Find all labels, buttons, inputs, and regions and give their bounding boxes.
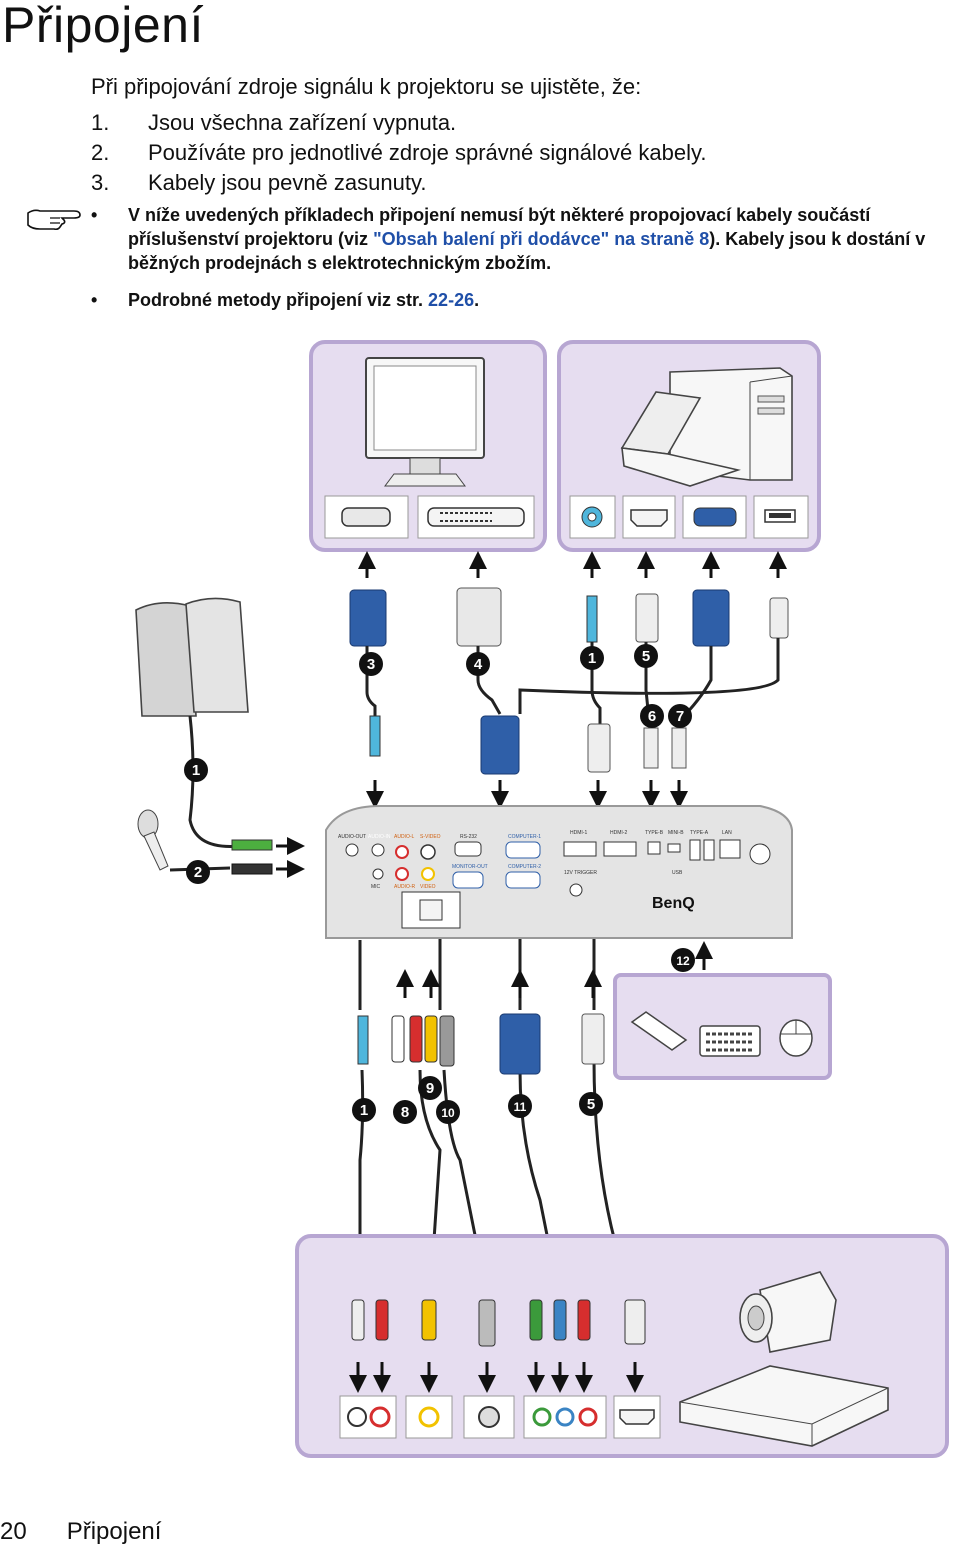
usb-port-icon xyxy=(753,495,809,539)
checklist-item: 3.Kabely jsou pevně zasunuty. xyxy=(91,170,427,195)
computer-panel xyxy=(557,340,821,552)
page-number: 20 xyxy=(0,1518,27,1545)
mid-connectors xyxy=(231,715,687,875)
label-mic: MIC xyxy=(371,884,381,890)
monitor-icon xyxy=(365,357,485,487)
note-item: • Podrobné metody připojení viz str. 22-… xyxy=(91,290,480,310)
cable-badge: 6 xyxy=(640,704,664,728)
label-video: VIDEO xyxy=(420,884,436,890)
svg-text:10: 10 xyxy=(441,1106,455,1120)
link-package-contents[interactable]: "Obsah balení při dodávce" na straně 8 xyxy=(373,229,710,249)
label-type-a: TYPE-A xyxy=(690,830,709,836)
label-rs232: RS-232 xyxy=(460,834,477,840)
label-computer1: COMPUTER-1 xyxy=(508,834,541,840)
monitor-panel xyxy=(309,340,547,552)
label-audio-l: AUDIO-L xyxy=(394,834,415,840)
cable-badge: 8 xyxy=(393,1100,417,1124)
brand-logo: BenQ xyxy=(652,895,695,912)
svg-text:7: 7 xyxy=(676,708,684,725)
svg-text:6: 6 xyxy=(648,708,656,725)
cable-badge: 1 xyxy=(184,758,208,782)
label-audio-out: AUDIO-OUT xyxy=(338,834,366,840)
label-mini-b: MINI-B xyxy=(668,830,684,836)
vga-port-icon xyxy=(682,495,747,539)
checklist-item: 2.Používáte pro jednotlivé zdroje správn… xyxy=(91,140,707,165)
cable-badge: 9 xyxy=(418,1076,442,1100)
up-arrows-bottom xyxy=(396,941,713,998)
footer-section: Připojení xyxy=(66,1518,162,1545)
keyboard-icon xyxy=(699,1025,761,1057)
svg-text:1: 1 xyxy=(192,762,200,779)
laptop-icon xyxy=(620,391,741,487)
cable-badge: 4 xyxy=(466,652,490,676)
svg-text:1: 1 xyxy=(588,650,596,667)
svg-text:5: 5 xyxy=(642,648,650,665)
notes-list: • V níže uvedených příkladech připojení … xyxy=(91,203,960,325)
usb-peripherals-panel xyxy=(613,973,832,1080)
note-item: • V níže uvedených příkladech připojení … xyxy=(91,205,926,273)
dvi-port-icon xyxy=(417,495,535,539)
top-connectors xyxy=(349,587,789,647)
label-s-video: S-VIDEO xyxy=(420,834,441,840)
video-devices-panel xyxy=(295,1234,949,1458)
cable-badge: 5 xyxy=(634,644,658,668)
intro-text: Při připojování zdroje signálu k projekt… xyxy=(91,74,642,99)
cable-badge: 11 xyxy=(508,1094,532,1118)
label-12v-trigger: 12V TRIGGER xyxy=(564,870,597,876)
svg-text:1: 1 xyxy=(360,1102,368,1119)
label-monitor-out: MONITOR-OUT xyxy=(452,864,488,870)
label-hdmi1: HDMI-1 xyxy=(570,830,587,836)
rca-audio-port-icon xyxy=(339,1395,397,1439)
dvd-player-icon xyxy=(679,1365,889,1447)
svg-text:5: 5 xyxy=(587,1096,595,1113)
cable-badge: 2 xyxy=(186,860,210,884)
label-hdmi2: HDMI-2 xyxy=(610,830,627,836)
cable-badge: 12 xyxy=(671,948,695,972)
cable-badge: 1 xyxy=(580,646,604,670)
cable-badge: 10 xyxy=(436,1100,460,1124)
svg-text:8: 8 xyxy=(401,1104,409,1121)
down-arrows xyxy=(276,780,688,878)
page-title: Připojení xyxy=(2,0,204,53)
camcorder-icon xyxy=(739,1271,837,1353)
up-arrows xyxy=(358,551,787,578)
audio-jack-port-icon xyxy=(569,495,616,539)
checklist: 1.Jsou všechna zařízení vypnuta. 2.Použí… xyxy=(91,108,706,198)
microphone-icon xyxy=(137,809,169,871)
vga-port-icon xyxy=(324,495,409,539)
label-audio-r: AUDIO-R xyxy=(394,884,416,890)
speakers-icon xyxy=(135,597,249,717)
svg-text:9: 9 xyxy=(426,1080,434,1097)
s-video-port-icon xyxy=(463,1395,515,1439)
checklist-item: 1.Jsou všechna zařízení vypnuta. xyxy=(91,110,457,135)
usb-flash-drive-icon xyxy=(630,1011,688,1051)
label-computer2: COMPUTER-2 xyxy=(508,864,541,870)
label-usb: USB xyxy=(672,870,683,876)
cable-badge: 3 xyxy=(359,652,383,676)
pointing-hand-icon xyxy=(27,209,81,231)
projector-rear-panel: AUDIO-OUT AUDIO-IN AUDIO-L AUDIO-R S-VID… xyxy=(325,805,793,939)
svg-text:12: 12 xyxy=(676,954,690,968)
svg-text:4: 4 xyxy=(474,656,483,673)
link-pages-22-26[interactable]: 22-26 xyxy=(428,290,475,310)
page-footer: 20 Připojení xyxy=(0,1518,161,1546)
svg-text:11: 11 xyxy=(514,1100,527,1114)
svg-text:3: 3 xyxy=(367,656,375,673)
bottom-connectors xyxy=(357,1013,605,1075)
composite-video-port-icon xyxy=(405,1395,453,1439)
mouse-icon xyxy=(779,1019,813,1057)
label-audio-in: AUDIO-IN xyxy=(368,834,391,840)
label-lan: LAN xyxy=(722,830,732,836)
hdmi-port-icon xyxy=(613,1395,661,1439)
hdmi-port-icon xyxy=(622,495,676,539)
cable-badge: 7 xyxy=(668,704,692,728)
cable-badge: 1 xyxy=(352,1098,376,1122)
cable-number-badges: 3 4 1 5 6 7 1 2 12 1 8 9 10 11 5 xyxy=(184,644,695,1124)
cable-badge: 5 xyxy=(579,1092,603,1116)
connection-diagram: AUDIO-OUT AUDIO-IN AUDIO-L AUDIO-R S-VID… xyxy=(135,340,949,1458)
label-type-b: TYPE-B xyxy=(645,830,664,836)
svg-text:2: 2 xyxy=(194,864,202,881)
component-video-port-icon xyxy=(523,1395,607,1439)
